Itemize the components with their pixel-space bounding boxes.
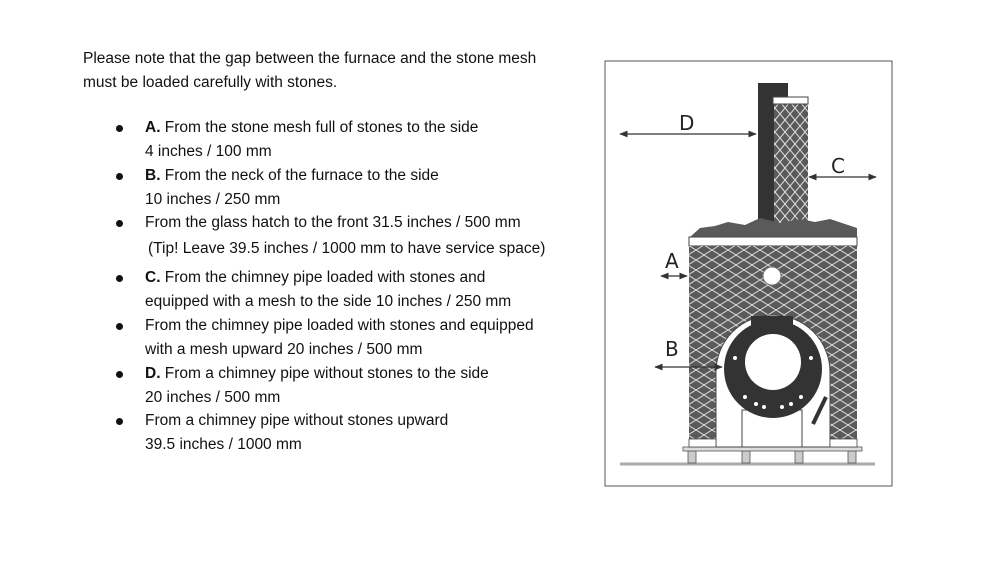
list-item-text: From a chimney pipe without stones to th… <box>160 365 489 382</box>
list-item-letter: D. <box>145 365 161 382</box>
list-item-letter: B. <box>145 167 161 184</box>
bullet-icon <box>116 371 123 378</box>
list-item-line-1: D. From a chimney pipe without stones to… <box>145 364 489 384</box>
top-slab <box>688 236 858 247</box>
base-legs <box>687 450 857 464</box>
list-item-text: From the stone mesh full of stones to th… <box>160 119 479 136</box>
list-item-line-1: From the chimney pipe loaded with stones… <box>145 316 534 336</box>
bullet-icon <box>116 323 123 330</box>
base-plank <box>682 446 863 452</box>
list-item-line-1: From a chimney pipe without stones upwar… <box>145 411 448 431</box>
list-item-text: From the chimney pipe loaded with stones… <box>145 317 534 334</box>
top-stones <box>690 218 857 237</box>
list-item-line-2: with a mesh upward 20 inches / 500 mm <box>145 341 423 358</box>
logo-badge <box>762 266 782 286</box>
list-item-line-1: From the glass hatch to the front 31.5 i… <box>145 213 521 233</box>
bottom-right-foot <box>829 438 858 448</box>
list-item-line-2: 20 inches / 500 mm <box>145 389 281 406</box>
bullet-icon <box>116 173 123 180</box>
bullet-icon <box>116 220 123 227</box>
list-item-line-2: 4 inches / 100 mm <box>145 143 272 160</box>
bullet-icon <box>116 275 123 282</box>
label-a: A <box>665 249 679 273</box>
list-item-line-2: equipped with a mesh to the side 10 inch… <box>145 293 512 310</box>
label-d: D <box>679 111 694 135</box>
label-c: C <box>831 154 845 178</box>
list-item-text: From the chimney pipe loaded with stones… <box>160 269 486 286</box>
list-item-letter: A. <box>145 119 161 136</box>
list-item-text: From a chimney pipe without stones upwar… <box>145 412 449 429</box>
list-item-line-1: C. From the chimney pipe loaded with sto… <box>145 268 485 288</box>
list-item-line-2: 39.5 inches / 1000 mm <box>145 436 302 453</box>
chimney-stone-mesh <box>774 104 808 226</box>
bullet-icon <box>116 125 123 132</box>
list-item-letter: C. <box>145 269 161 286</box>
bullet-icon <box>116 418 123 425</box>
list-item-line-2: (Tip! Leave 39.5 inches / 1000 mm to hav… <box>148 240 546 257</box>
list-item-line-2: 10 inches / 250 mm <box>145 191 281 208</box>
chimney-cap <box>772 96 809 105</box>
list-item-line-1: B. From the neck of the furnace to the s… <box>145 166 439 186</box>
intro-line-1: Please note that the gap between the fur… <box>83 50 537 67</box>
glass-hatch <box>745 334 801 390</box>
bottom-left-foot <box>688 438 717 448</box>
label-b: B <box>665 337 679 361</box>
list-item-line-1: A. From the stone mesh full of stones to… <box>145 118 478 138</box>
intro-line-2: must be loaded carefully with stones. <box>83 74 338 91</box>
list-item-text: From the neck of the furnace to the side <box>160 167 439 184</box>
door-rivets <box>733 356 813 409</box>
door-lever <box>811 396 828 425</box>
list-item-text: From the glass hatch to the front 31.5 i… <box>145 214 521 231</box>
